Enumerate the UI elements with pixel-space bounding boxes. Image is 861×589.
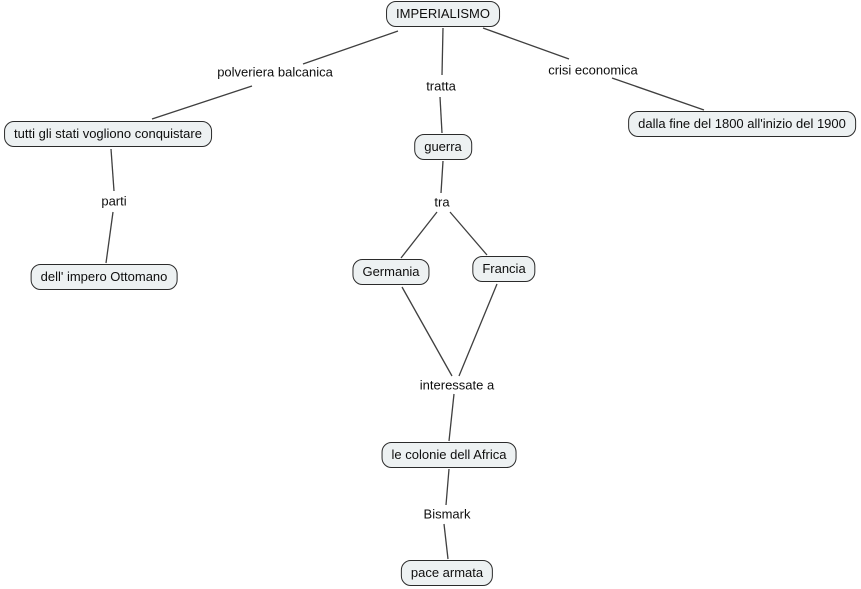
edge-line-guerra-tra: [440, 160, 444, 194]
edge-line-imperialismo-crisi-economica: [482, 27, 570, 60]
linking-phrase-crisi-economica[interactable]: crisi economica: [546, 62, 640, 78]
edge-line-polveriera-balcanica-tutti-gli-stati: [151, 85, 253, 120]
node-tutti-gli-stati[interactable]: tutti gli stati vogliono conquistare: [4, 121, 212, 147]
edge-line-tra-germania: [400, 211, 438, 259]
node-dalla-fine[interactable]: dalla fine del 1800 all'inizio del 1900: [628, 111, 856, 137]
linking-phrase-bismark[interactable]: Bismark: [421, 506, 473, 522]
node-imperialismo[interactable]: IMPERIALISMO: [386, 1, 500, 27]
edge-line-imperialismo-polveriera-balcanica: [302, 30, 399, 65]
edge-line-interessate-a-le-colonie: [448, 393, 455, 442]
edge-line-imperialismo-tratta: [441, 27, 444, 76]
edge-line-francia-interessate-a: [458, 283, 498, 377]
linking-phrase-interessate-a[interactable]: interessate a: [417, 377, 497, 393]
node-germania[interactable]: Germania: [352, 259, 430, 285]
edge-line-tratta-guerra: [439, 96, 443, 134]
node-le-colonie[interactable]: le colonie dell Africa: [381, 442, 517, 468]
linking-phrase-parti[interactable]: parti: [99, 193, 129, 209]
edge-line-germania-interessate-a: [401, 286, 453, 377]
edge-line-tutti-gli-stati-parti: [110, 148, 115, 192]
linking-phrase-tra[interactable]: tra: [432, 194, 452, 210]
edge-line-parti-dell-impero-ottomano: [105, 211, 114, 264]
edge-line-tra-francia: [449, 211, 488, 256]
edge-line-crisi-economica-dalla-fine: [611, 77, 705, 111]
node-francia[interactable]: Francia: [472, 256, 536, 282]
linking-phrase-tratta[interactable]: tratta: [424, 78, 458, 94]
node-dell-impero-ottomano[interactable]: dell' impero Ottomano: [30, 264, 178, 290]
linking-phrase-polveriera-balcanica[interactable]: polveriera balcanica: [215, 64, 335, 80]
node-guerra[interactable]: guerra: [414, 134, 472, 160]
edge-line-le-colonie-bismark: [445, 468, 450, 506]
edge-line-bismark-pace-armata: [443, 523, 449, 560]
node-pace-armata[interactable]: pace armata: [400, 560, 494, 586]
